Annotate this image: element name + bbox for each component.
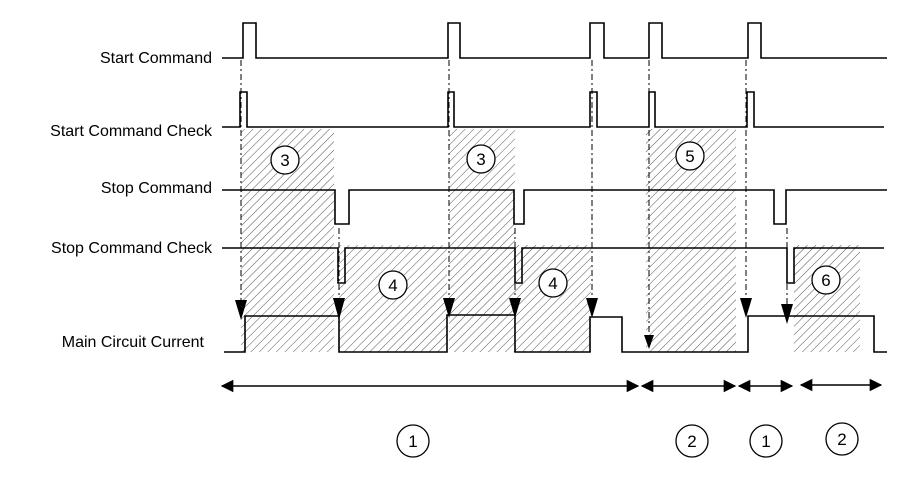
hatch-zone bbox=[794, 245, 860, 352]
label-start-command-check: Start Command Check bbox=[50, 123, 213, 140]
zone-marker-label: 3 bbox=[280, 151, 289, 170]
period-marker-label: 2 bbox=[687, 432, 696, 451]
period-marker: 1 bbox=[396, 424, 430, 458]
label-main-circuit-current: Main Circuit Current bbox=[62, 334, 205, 351]
zone-marker-label: 3 bbox=[476, 150, 485, 169]
period-marker-label: 2 bbox=[837, 430, 846, 449]
down-arrow-icon bbox=[740, 298, 752, 318]
label-stop-command-check: Stop Command Check bbox=[51, 240, 213, 257]
zone-marker: 6 bbox=[811, 265, 841, 295]
down-arrow-icon bbox=[235, 300, 247, 320]
zone-marker: 4 bbox=[378, 270, 408, 300]
down-arrow-icon bbox=[333, 298, 345, 320]
zone-marker-label: 5 bbox=[685, 147, 694, 166]
wave-start-command bbox=[222, 22, 887, 59]
label-stop-command: Stop Command bbox=[101, 180, 212, 197]
zone-marker-label: 6 bbox=[821, 271, 830, 290]
zone-marker: 4 bbox=[538, 268, 568, 298]
guide-lines bbox=[240, 60, 788, 335]
zone-marker: 3 bbox=[466, 144, 496, 174]
label-start-command: Start Command bbox=[100, 50, 212, 67]
hatch-zone bbox=[515, 245, 591, 352]
down-arrow-icon bbox=[509, 298, 521, 318]
period-marker: 2 bbox=[825, 422, 859, 456]
wave-start-command-check bbox=[222, 91, 884, 128]
period-marker-label: 1 bbox=[408, 432, 417, 451]
period-arrows bbox=[220, 378, 883, 393]
event-arrows bbox=[235, 298, 793, 349]
down-arrow-icon bbox=[586, 298, 598, 318]
period-marker: 1 bbox=[749, 424, 783, 458]
zone-marker-label: 4 bbox=[548, 274, 557, 293]
wave-stop-command-check bbox=[222, 247, 884, 284]
down-arrow-icon bbox=[781, 304, 793, 324]
wave-stop-command bbox=[222, 189, 887, 225]
down-arrow-icon bbox=[443, 298, 455, 318]
down-arrow-icon bbox=[644, 335, 654, 349]
hatched-zones bbox=[241, 129, 860, 352]
zone-marker-label: 4 bbox=[388, 276, 397, 295]
zone-marker: 5 bbox=[675, 141, 705, 171]
zone-marker: 3 bbox=[270, 145, 300, 175]
period-marker-label: 1 bbox=[761, 432, 770, 451]
period-marker: 2 bbox=[675, 424, 709, 458]
